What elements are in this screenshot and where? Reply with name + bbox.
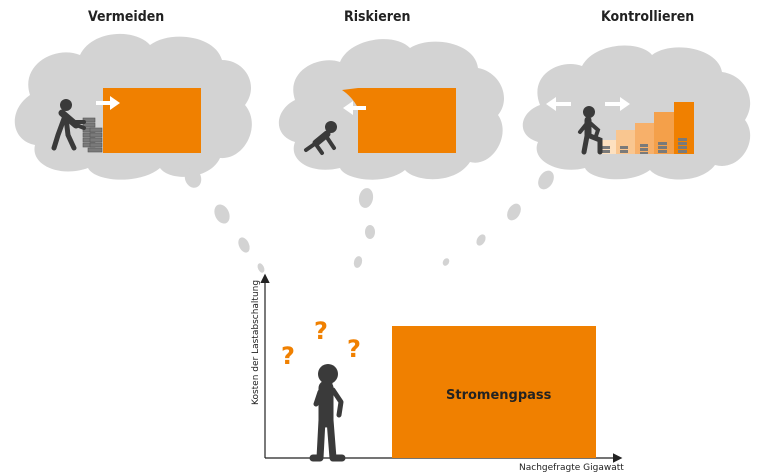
arrow-left-icon	[343, 101, 366, 115]
cloud-vermeiden	[14, 33, 252, 180]
thinking-person-icon	[309, 364, 346, 462]
title-vermeiden: Vermeiden	[88, 9, 165, 25]
standing-person-icon	[578, 106, 603, 155]
arrows-left-right-icon	[546, 97, 630, 111]
title-riskieren: Riskieren	[344, 9, 411, 25]
coin-piles-icon	[602, 138, 687, 154]
wall-vermeiden	[103, 88, 201, 153]
cloud-kontrollieren	[522, 45, 751, 180]
pushing-person-icon	[51, 99, 86, 151]
stromengpass-box	[392, 326, 596, 458]
question-mark-1: ?	[281, 342, 295, 370]
chart: Kosten der Lastabschaltung Nachgefragte …	[251, 273, 624, 473]
question-mark-3: ?	[347, 335, 361, 363]
crawling-person-icon	[304, 121, 337, 155]
stromengpass-label: Stromengpass	[446, 388, 552, 403]
x-axis-label: Nachgefragte Gigawatt	[519, 463, 624, 473]
arrow-right-icon	[96, 96, 120, 110]
title-kontrollieren: Kontrollieren	[601, 9, 695, 25]
cloud-riskieren	[278, 39, 505, 180]
thought-bubbles	[184, 168, 554, 273]
question-mark-2: ?	[314, 317, 328, 345]
y-axis-label: Kosten der Lastabschaltung	[251, 280, 261, 405]
wall-riskieren	[342, 88, 456, 153]
coin-stack-icon	[82, 117, 103, 153]
step-bar-3	[635, 123, 654, 154]
